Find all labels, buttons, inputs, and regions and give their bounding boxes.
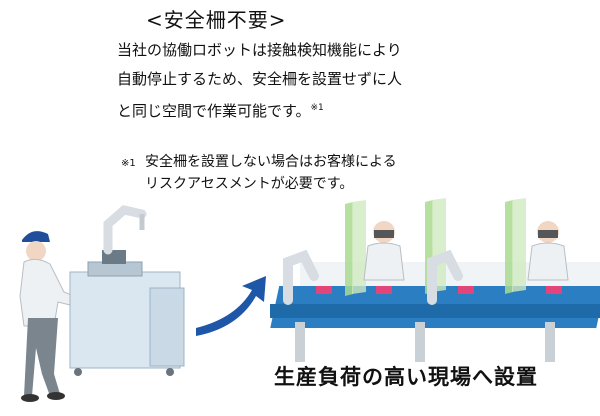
description-line-3: と同じ空間で作業可能です。※1 <box>117 94 597 126</box>
worker-figure <box>19 231 85 402</box>
description-text: 当社の協働ロボットは接触検知機能により 自動停止するため、安全柵を設置せずに人 … <box>117 36 597 126</box>
section-title: <安全柵不要> <box>146 8 287 32</box>
description-line-2: 自動停止するため、安全柵を設置せずに人 <box>117 70 403 88</box>
workpieces <box>316 286 562 294</box>
robot-cart <box>69 205 185 376</box>
description-line-3-text: と同じ空間で作業可能です。 <box>117 102 311 120</box>
footnote-ref: ※1 <box>310 103 324 113</box>
operators <box>363 221 569 281</box>
footnote: ※1 安全柵を設置しない場合はお客様による リスクアセスメントが必要です。 <box>121 152 591 194</box>
robot-arms <box>283 249 463 305</box>
footnote-line-1: 安全柵を設置しない場合はお客様による <box>145 154 397 170</box>
arrow-icon <box>196 276 266 336</box>
description-line-1: 当社の協働ロボットは接触検知機能により <box>117 41 402 59</box>
caption: 生産負荷の高い現場へ設置 <box>274 365 538 389</box>
footnote-mark: ※1 <box>121 158 136 169</box>
footnote-line-2: リスクアセスメントが必要です。 <box>145 176 354 192</box>
